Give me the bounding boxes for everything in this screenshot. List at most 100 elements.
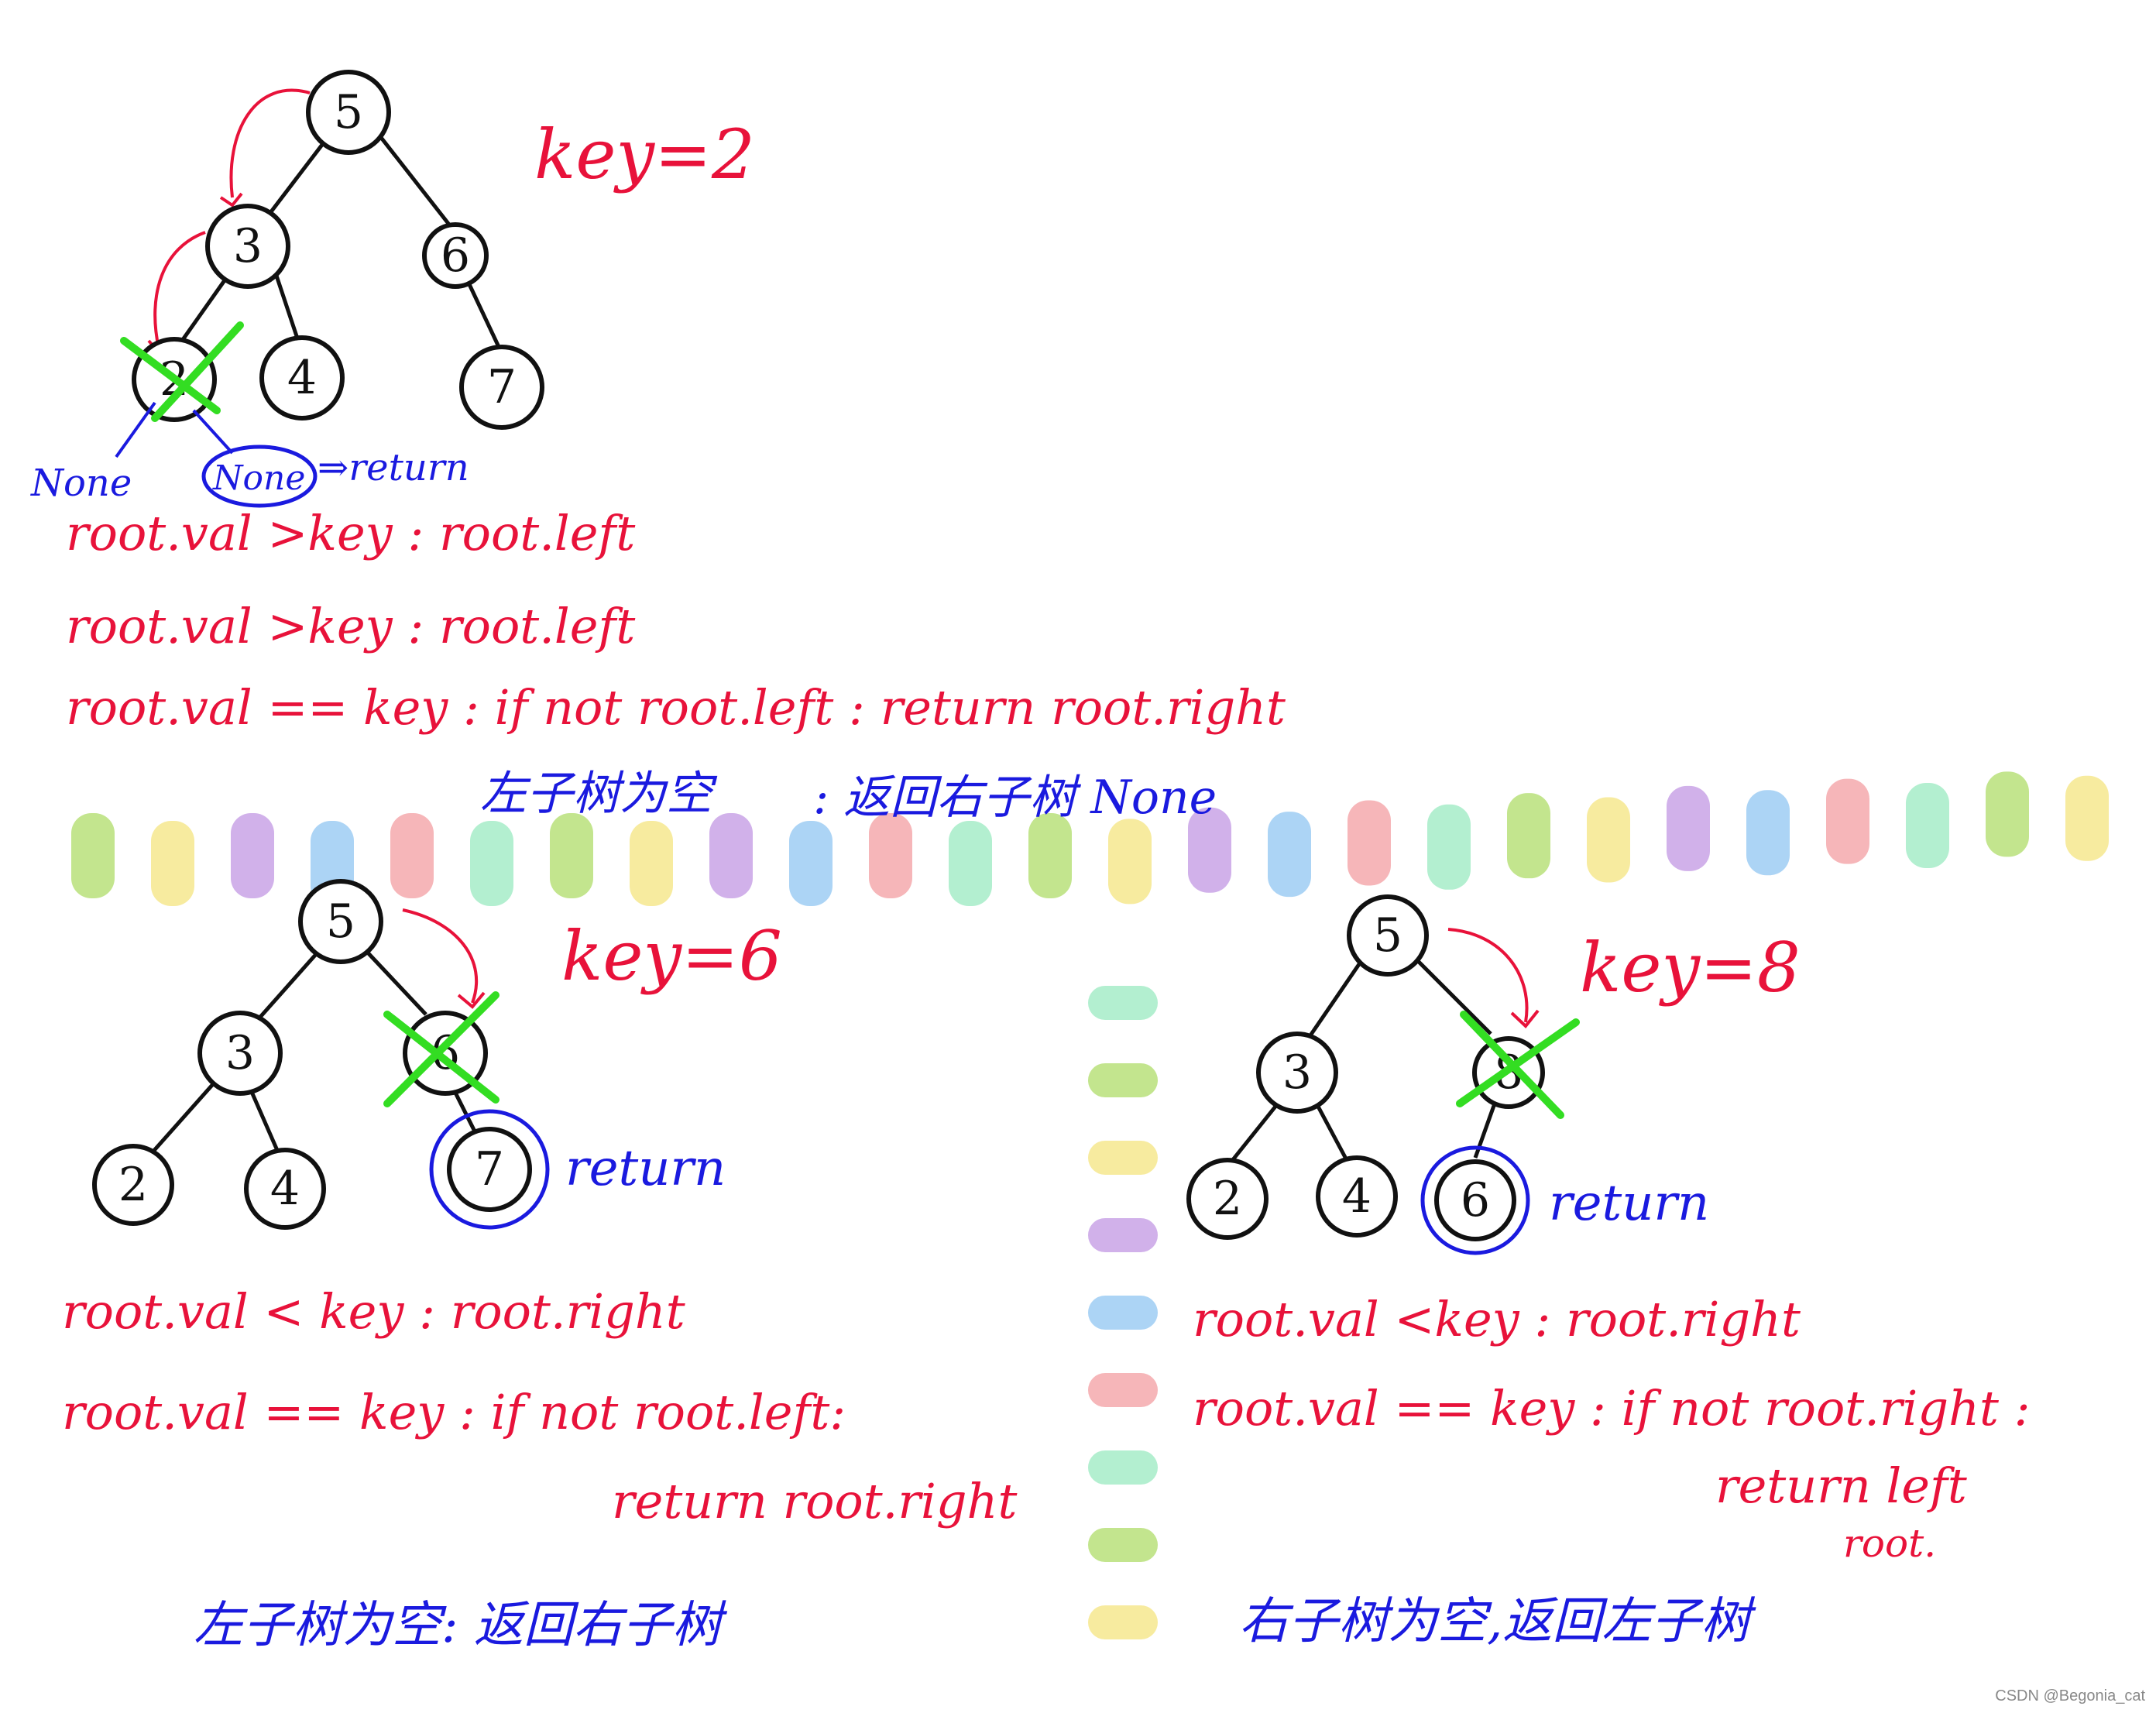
divider-dash: [71, 813, 115, 898]
tree-node: 3: [1256, 1032, 1338, 1114]
traversal-arrow: [457, 991, 486, 1009]
divider-dash: [869, 813, 912, 898]
divider-dash: [949, 821, 992, 906]
divider-dash: [2065, 775, 2109, 861]
svg-text:7: 7: [475, 1142, 504, 1196]
tree-node: 4: [244, 1148, 326, 1230]
svg-text:4: 4: [270, 1162, 300, 1216]
divider-dash: [1088, 1218, 1158, 1252]
return-label: return: [1549, 1175, 1709, 1232]
divider-dash: [1108, 819, 1152, 905]
divider-dash: [1507, 793, 1550, 879]
delete-mark: [120, 337, 221, 414]
vertical-divider: [1088, 986, 1158, 1639]
svg-text:6: 6: [1461, 1173, 1490, 1227]
code-line: root.val == key : if not root.left : ret…: [66, 679, 1286, 736]
divider-dash: [1088, 1063, 1158, 1097]
code-line: root.: [1843, 1521, 1936, 1566]
divider-dash: [709, 813, 753, 898]
chinese-note: 右子树为空,返回左子树: [1239, 1593, 1756, 1650]
divider-dash: [1268, 812, 1311, 898]
tree-node: 6: [1434, 1159, 1516, 1241]
code-line: return left: [1715, 1457, 1967, 1514]
divider-dash: [789, 821, 833, 906]
divider-dash: [1088, 1605, 1158, 1639]
edge: [466, 281, 502, 350]
divider-dash: [1088, 1450, 1158, 1485]
panel-bottom-left: 5 3 6 2 4 7 key=6 return root.val < key …: [62, 879, 1017, 1654]
divider-dash: [1188, 807, 1231, 893]
edge: [451, 1087, 479, 1136]
divider-dash: [1088, 1373, 1158, 1407]
traversal-arrow: [219, 192, 243, 208]
return-highlight-circle: [429, 1109, 550, 1230]
edge: [1416, 959, 1492, 1035]
traversal-arrow: [1510, 1009, 1540, 1028]
divider-dash: [470, 821, 513, 906]
edge: [254, 951, 319, 1024]
svg-text:2: 2: [118, 1158, 148, 1212]
divider-dash: [1986, 771, 2029, 857]
tree-node: 2: [1186, 1158, 1269, 1240]
svg-text:3: 3: [1282, 1045, 1312, 1100]
divider-dash: [390, 813, 434, 898]
svg-text:4: 4: [287, 351, 317, 405]
none-left-label: None: [30, 462, 132, 505]
code-line: root.val == key : if not root.left:: [62, 1384, 846, 1440]
svg-text:2: 2: [1213, 1172, 1242, 1226]
divider-dash: [1348, 800, 1391, 886]
svg-text:4: 4: [1342, 1169, 1372, 1224]
panel-bottom-right: 5 3 8 2 4 6 key=8 return root.val <key :…: [1186, 894, 2031, 1650]
edge: [1314, 1102, 1350, 1163]
svg-text:5: 5: [1373, 908, 1402, 963]
horizontal-divider: [71, 771, 2109, 906]
divider-dash: [1826, 778, 1869, 864]
edge: [1230, 1102, 1279, 1163]
none-highlight-circle: [201, 445, 318, 508]
return-label: return: [565, 1140, 726, 1197]
divider-dash: [1587, 797, 1630, 883]
tree-node: 2: [92, 1144, 174, 1226]
svg-text:7: 7: [487, 360, 517, 414]
divider-dash: [1746, 790, 1790, 876]
edge: [273, 270, 300, 342]
tree-node: 5: [1347, 894, 1429, 977]
edge: [266, 134, 331, 218]
divider-dash: [630, 821, 673, 906]
tree-node: 5: [298, 879, 383, 964]
divider-dash: [151, 821, 194, 906]
code-line: root.val == key : if not root.right :: [1193, 1380, 2031, 1437]
edge: [378, 134, 451, 226]
tree-node: 3: [197, 1011, 283, 1096]
divider-dash: [550, 813, 593, 898]
divider-dash: [1906, 782, 1949, 868]
key-label: key=6: [561, 916, 782, 996]
divider-dash: [1088, 1141, 1158, 1175]
tree-node: 5: [306, 70, 391, 155]
divider-dash: [1667, 785, 1710, 871]
watermark: CSDN @Begonia_cat: [1995, 1687, 2145, 1704]
tree-node: 7: [459, 345, 544, 430]
traversal-arrow: [1447, 928, 1529, 1023]
divider-dash: [1088, 986, 1158, 1020]
svg-text:3: 3: [225, 1026, 255, 1080]
null-link: [115, 401, 156, 458]
divider-dash: [1088, 1528, 1158, 1562]
divider-dash: [231, 813, 274, 898]
traversal-arrow: [229, 88, 311, 198]
none-right-label: None: [212, 458, 305, 498]
code-line: root.val <key : root.right: [1193, 1291, 1801, 1347]
tree-node: 4: [259, 335, 345, 421]
divider-dash: [1427, 804, 1471, 890]
traversal-arrow: [153, 231, 206, 349]
delete-mark: [383, 1011, 500, 1104]
svg-text:5: 5: [334, 85, 363, 139]
edge: [362, 947, 427, 1016]
key-label: key=2: [534, 115, 755, 194]
return-label: ⇒return: [318, 446, 469, 489]
tree-node: 7: [447, 1127, 532, 1212]
panel-top: 5 3 6 2 4 7 None None ⇒return key=2 root…: [30, 70, 1286, 825]
traversal-arrow: [402, 908, 478, 1004]
tree-node: 4: [1316, 1155, 1398, 1238]
